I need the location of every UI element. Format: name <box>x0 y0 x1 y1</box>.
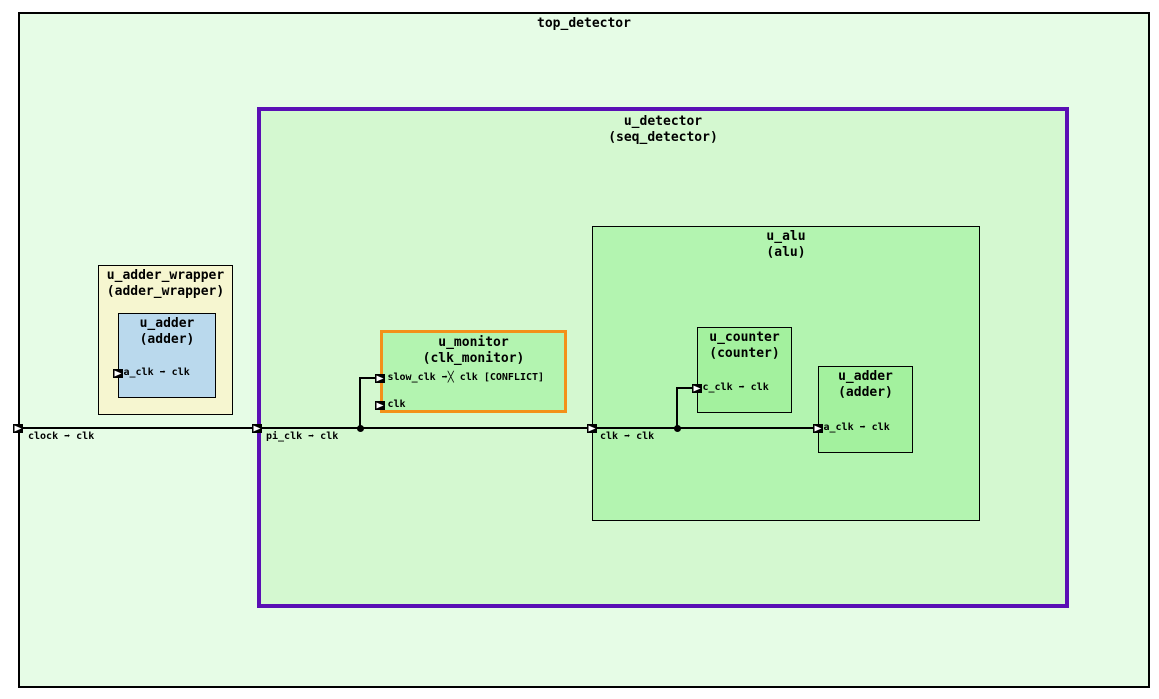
module-title: u_monitor <box>438 335 509 350</box>
wire-clock <box>18 427 257 429</box>
port-label-a-clk: a_clk ➡ clk <box>823 421 890 433</box>
input-port-icon-a-clk-alu <box>813 423 823 433</box>
port-label-a-clk: a_clk ➡ clk <box>123 366 190 378</box>
module-u-adder-in-wrapper-title: u_adder (adder) <box>119 316 215 348</box>
module-u-counter: u_counter (counter) c_clk ➡ clk <box>697 327 792 413</box>
module-title: u_counter <box>709 330 780 345</box>
module-title: u_adder_wrapper <box>106 268 225 283</box>
port-label-slow-clk-conflict: slow_clk ➡╳ clk [CONFLICT] <box>387 371 545 383</box>
port-label-clk: clk <box>387 398 406 410</box>
module-u-detector-title: u_detector (seq_detector) <box>261 114 1065 146</box>
input-port-icon-a-clk-wrapper <box>113 368 123 378</box>
module-subtitle: (adder) <box>838 385 893 400</box>
wire-pi-clk <box>257 427 592 429</box>
wire-branch-slow-clk-vertical <box>359 377 361 429</box>
wire-label-pi-clk: pi_clk ➡ clk <box>266 431 339 442</box>
input-port-icon-clock <box>13 423 23 433</box>
module-title: u_adder <box>838 369 893 384</box>
module-u-monitor-title: u_monitor (clk_monitor) <box>383 335 564 367</box>
wire-clk <box>592 427 818 429</box>
input-port-icon-monitor-clk <box>375 400 385 410</box>
module-subtitle: (seq_detector) <box>608 130 718 145</box>
wire-label-clk: clk ➡ clk <box>600 431 655 442</box>
module-u-adder-wrapper-title: u_adder_wrapper (adder_wrapper) <box>99 268 232 300</box>
module-title: top_detector <box>537 16 631 31</box>
module-u-adder-in-alu-title: u_adder (adder) <box>819 369 912 401</box>
port-label-c-clk: c_clk ➡ clk <box>702 381 769 393</box>
module-subtitle: (adder_wrapper) <box>106 284 225 299</box>
wire-junction-dot <box>673 424 681 432</box>
module-u-adder-in-alu: u_adder (adder) a_clk ➡ clk <box>818 366 913 453</box>
input-port-icon-pi-clk <box>252 423 262 433</box>
module-subtitle: (alu) <box>766 245 806 260</box>
module-top-detector-title: top_detector <box>20 16 1148 32</box>
module-title: u_adder <box>139 316 195 331</box>
module-u-alu-title: u_alu (alu) <box>593 229 979 261</box>
input-port-icon-alu-clk <box>587 423 597 433</box>
module-subtitle: (clk_monitor) <box>422 351 525 366</box>
module-subtitle: (counter) <box>709 346 780 361</box>
module-title: u_alu <box>766 229 806 244</box>
module-title: u_detector <box>623 114 703 129</box>
wire-label-clock: clock ➡ clk <box>28 431 95 442</box>
wire-branch-slow-clk-horizontal <box>359 377 377 379</box>
input-port-icon-slow-clk <box>375 373 385 383</box>
input-port-icon-c-clk <box>692 383 702 393</box>
wire-branch-c-clk-horizontal <box>676 387 694 389</box>
module-u-monitor: u_monitor (clk_monitor) slow_clk ➡╳ clk … <box>380 330 567 413</box>
wire-branch-c-clk-vertical <box>676 387 678 429</box>
module-u-adder-in-wrapper: u_adder (adder) a_clk ➡ clk <box>118 313 216 398</box>
module-u-counter-title: u_counter (counter) <box>698 330 791 362</box>
wire-junction-dot <box>356 424 364 432</box>
module-subtitle: (adder) <box>139 332 195 347</box>
